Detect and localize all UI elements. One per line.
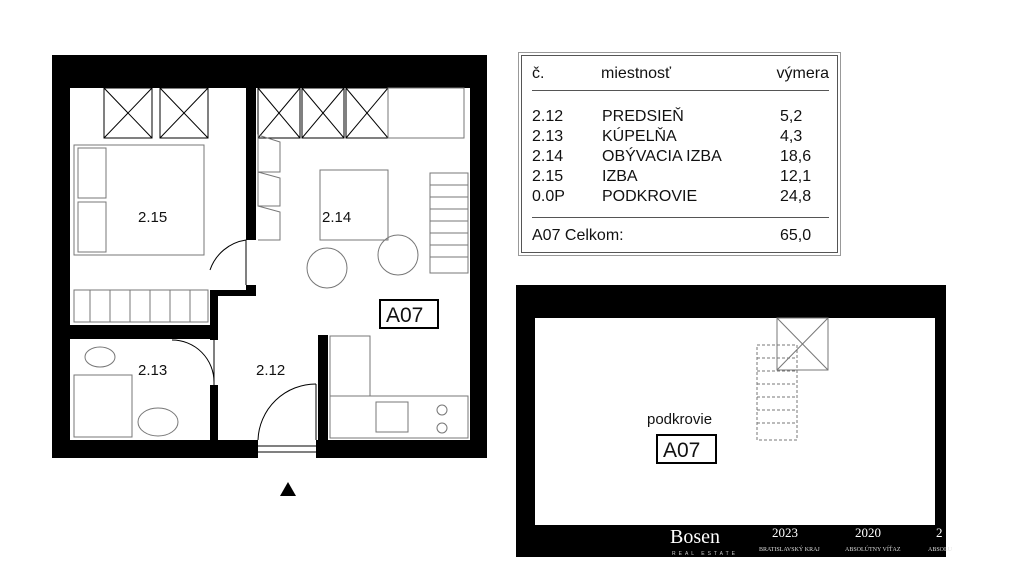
award-year: 2023 [772,525,798,540]
room-label-2-15: 2.15 [138,209,167,226]
total-area: 65,0 [780,227,812,244]
header-area: výmera [776,65,829,82]
award-title: BRATISLAVSKÝ KRAJ [759,545,820,553]
bosen-logo-subtitle: REAL ESTATE [672,551,738,557]
award-title: ABSOLU [928,547,953,553]
divider [532,217,829,218]
bosen-logo: Bosen [670,526,720,548]
room-label-2-14: 2.14 [322,209,351,226]
main-floor-plan [52,55,487,496]
attic-plan [516,285,946,557]
total-row: A07 Celkom: 65,0 [532,226,829,246]
award-title: ABSOLÚTNY VÍŤAZ [845,545,901,553]
unit-label: A07 [386,304,423,327]
award-year: 2020 [855,525,881,540]
total-label: A07 Celkom: [532,227,624,244]
legend-header: č. miestnosť výmera [532,64,829,84]
attic-label: podkrovie [647,411,712,428]
header-number: č. [532,65,545,82]
award-year: 2 [936,525,943,540]
attic-unit-label: A07 [663,439,700,462]
room-label-2-12: 2.12 [256,362,285,379]
room-label-2-13: 2.13 [138,362,167,379]
divider [532,90,829,91]
header-room: miestnosť [601,65,672,82]
branding: Bosen REAL ESTATE 2023 BRATISLAVSKÝ KRAJ… [670,525,953,557]
entrance-arrow-icon [280,482,296,496]
